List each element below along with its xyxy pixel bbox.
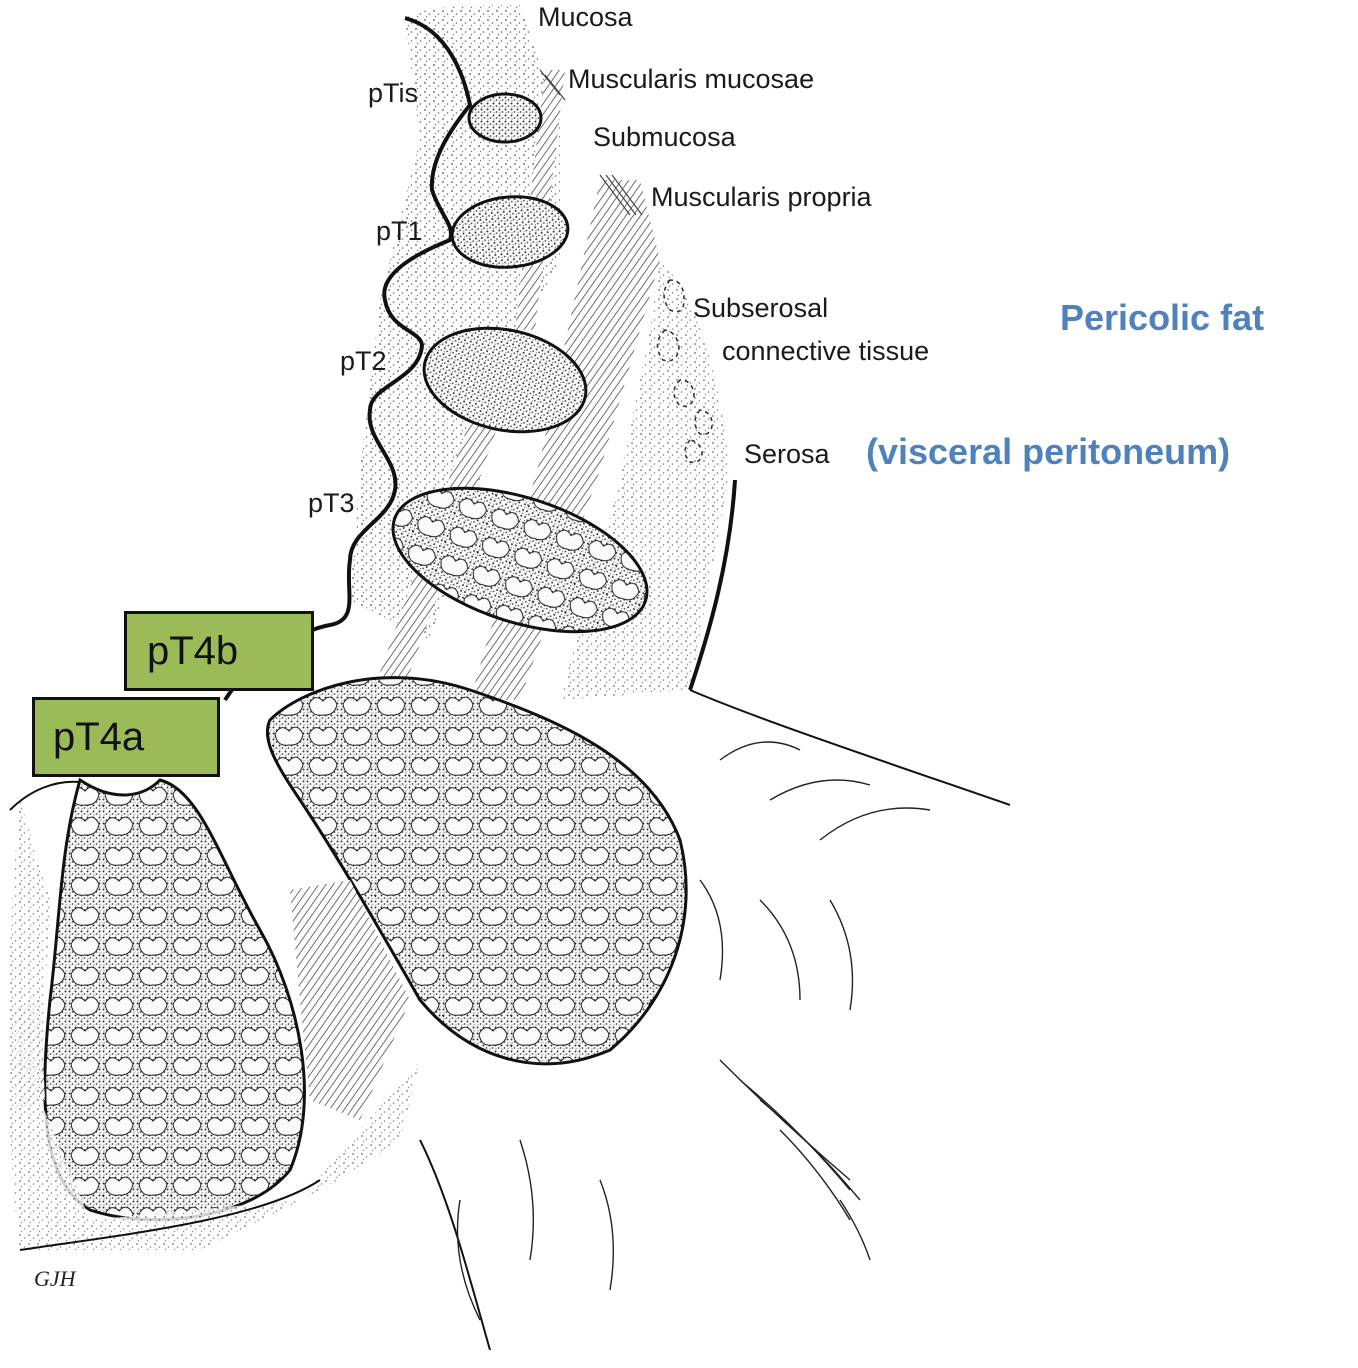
tumor-ptis	[469, 94, 541, 142]
label-muscularis-mucosae: Muscularis mucosae	[568, 66, 814, 93]
annotation-visceral-peritoneum: (visceral peritoneum)	[866, 434, 1230, 470]
tag-pt4a: pT4a	[32, 697, 220, 777]
artist-signature: GJH	[34, 1266, 76, 1292]
label-mucosa: Mucosa	[538, 4, 633, 31]
label-pt3: pT3	[308, 490, 355, 517]
label-ptis: pTis	[368, 80, 418, 107]
label-connective-tissue: connective tissue	[722, 338, 929, 365]
label-serosa: Serosa	[744, 441, 830, 468]
tag-pt4a-label: pT4a	[53, 715, 144, 760]
label-pt1: pT1	[376, 218, 423, 245]
tag-pt4b: pT4b	[124, 611, 314, 691]
label-pt2: pT2	[340, 348, 387, 375]
annotation-pericolic-fat: Pericolic fat	[1060, 300, 1264, 336]
tag-pt4b-label: pT4b	[147, 629, 238, 674]
label-subserosal: Subserosal	[693, 295, 828, 322]
label-muscularis-propria: Muscularis propria	[651, 184, 872, 211]
label-submucosa: Submucosa	[593, 124, 736, 151]
tumor-pt4a	[45, 780, 305, 1220]
